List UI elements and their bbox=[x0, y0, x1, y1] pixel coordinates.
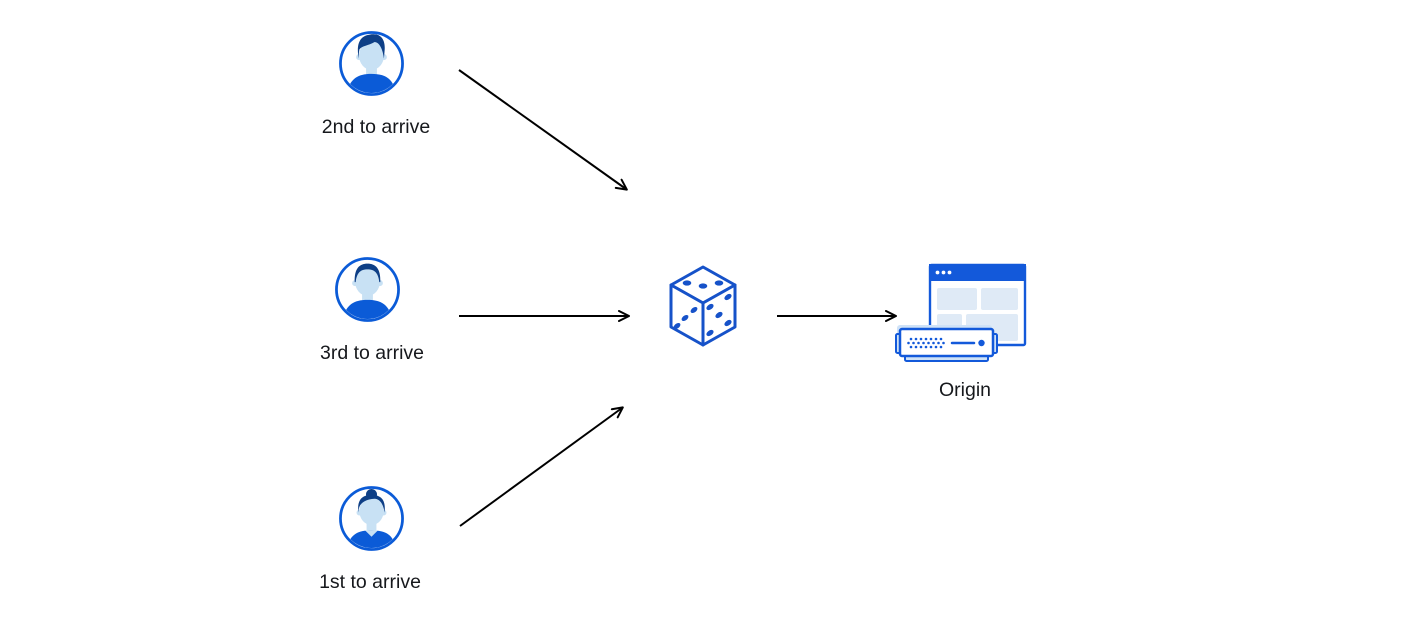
arrow-first-to-dice bbox=[459, 406, 624, 527]
node-label-first: 1st to arrive bbox=[319, 571, 421, 593]
node-label-origin: Origin bbox=[938, 379, 992, 401]
node-label-third: 3rd to arrive bbox=[319, 342, 425, 364]
node-second-user bbox=[338, 30, 405, 97]
user-avatar-male-short-hair-icon bbox=[335, 257, 400, 322]
node-first-user bbox=[338, 485, 405, 552]
node-randomizer bbox=[668, 264, 738, 348]
arrow-second-to-dice bbox=[458, 69, 628, 191]
node-label-second: 2nd to arrive bbox=[321, 116, 431, 138]
origin-server-browser-icon bbox=[895, 263, 1027, 362]
dice-icon bbox=[669, 265, 737, 347]
node-third-user bbox=[334, 256, 401, 323]
user-avatar-male-swept-hair-icon bbox=[339, 31, 404, 96]
server-led bbox=[978, 339, 985, 347]
server-vent-dots bbox=[907, 337, 945, 349]
user-avatar-female-bun-icon bbox=[339, 486, 404, 551]
rack-server-icon bbox=[895, 325, 998, 362]
node-origin bbox=[895, 262, 1030, 367]
